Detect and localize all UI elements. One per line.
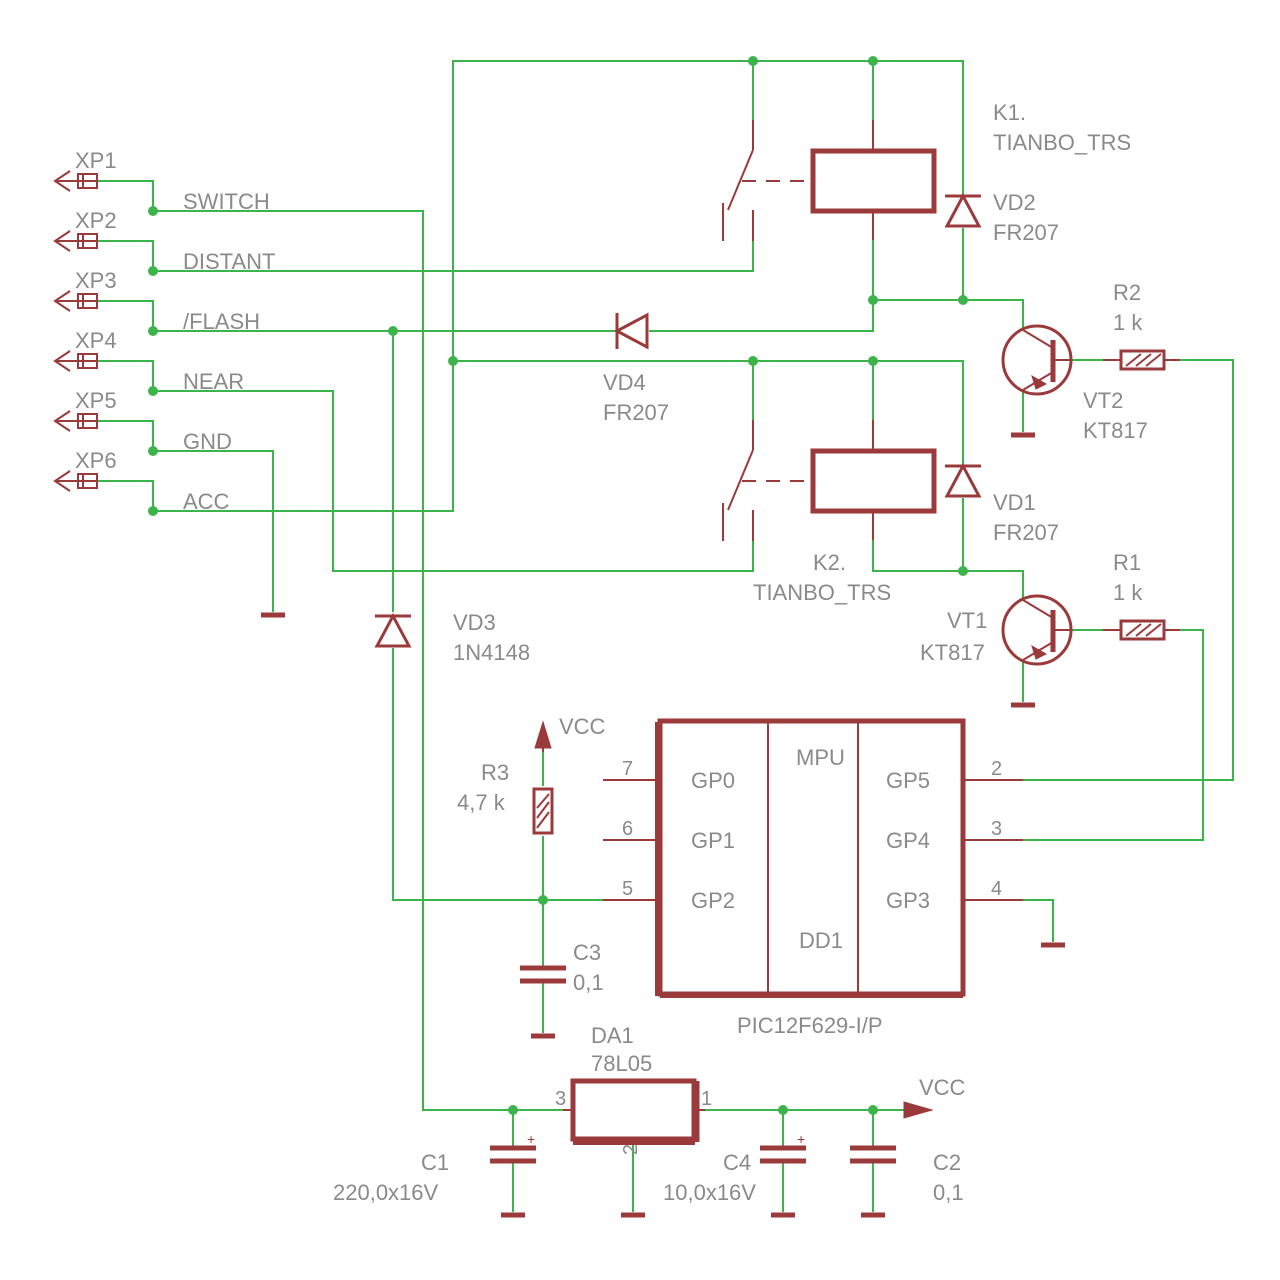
vcc-supply-top: VCC (534, 714, 606, 752)
r2-value: 1 k (1113, 310, 1143, 335)
ground-symbols (261, 432, 1065, 1218)
junctions (148, 56, 968, 1115)
da1-pin-in: 3 (555, 1088, 566, 1110)
connector-xp2 (53, 230, 98, 252)
pin-gp4-label: GP4 (886, 828, 930, 853)
xp1-ref: XP1 (75, 148, 117, 173)
pin-5-number: 5 (622, 878, 633, 900)
relay-k1: K1. TIANBO_TRS (722, 100, 1131, 241)
pin-gp3-label: GP3 (886, 888, 930, 913)
vd1-ref: VD1 (993, 490, 1036, 515)
vt2-ref: VT2 (1083, 388, 1123, 413)
connector-xp5 (53, 410, 98, 432)
r2-ref: R2 (1113, 280, 1141, 305)
net-label-distant: DISTANT (183, 249, 275, 274)
xp4-ref: XP4 (75, 328, 117, 353)
c3-ref: C3 (573, 940, 601, 965)
pin-gp1-label: GP1 (691, 828, 735, 853)
capacitor-c4: + C4 10,0x16V (663, 1131, 806, 1205)
vt1-value: KT817 (920, 640, 985, 665)
da1-ref: DA1 (591, 1023, 634, 1048)
svg-text:+: + (797, 1131, 805, 1147)
regulator-da1: DA1 78L05 3 1 2 (555, 1023, 712, 1155)
c1-ref: C1 (421, 1150, 449, 1175)
pin-2-number: 2 (991, 758, 1002, 780)
xp6-ref: XP6 (75, 448, 117, 473)
da1-pin-out: 1 (701, 1088, 712, 1110)
resistor-r1: R1 1 k (1103, 550, 1180, 641)
capacitor-c1: + C1 220,0x16V (333, 1131, 536, 1205)
resistor-r2: R2 1 k (1103, 280, 1180, 371)
vt1-ref: VT1 (947, 608, 987, 633)
transistor-vt2: VT2 KT817 (1001, 324, 1148, 443)
k1-ref: K1. (993, 100, 1026, 125)
vd3-value: 1N4148 (453, 640, 530, 665)
xp2-ref: XP2 (75, 208, 117, 233)
net-label-acc: ACC (183, 489, 230, 514)
vd2-value: FR207 (993, 220, 1059, 245)
xp3-ref: XP3 (75, 268, 117, 293)
capacitor-c3: C3 0,1 (520, 940, 604, 995)
vcc-right-label: VCC (919, 1075, 966, 1100)
pin-gp2-label: GP2 (691, 888, 735, 913)
diode-vd1: VD1 FR207 (944, 462, 1059, 545)
c4-ref: C4 (723, 1150, 751, 1175)
pin-7-number: 7 (622, 758, 633, 780)
mcu-dd1: MPU DD1 PIC12F629-I/P GP0 GP1 GP2 7 6 5 … (603, 718, 1023, 1038)
r1-ref: R1 (1113, 550, 1141, 575)
k2-value: TIANBO_TRS (753, 580, 891, 605)
da1-value: 78L05 (591, 1051, 652, 1076)
pin-3-number: 3 (991, 818, 1002, 840)
net-label-near: NEAR (183, 369, 244, 394)
connector-xp3 (53, 290, 98, 312)
net-label-flash: /FLASH (183, 309, 260, 334)
k2-ref: K2. (813, 550, 846, 575)
diode-vd4: VD4 FR207 (603, 312, 669, 425)
c4-value: 10,0x16V (663, 1180, 756, 1205)
connector-xp1 (53, 170, 98, 192)
svg-text:+: + (527, 1131, 535, 1147)
vcc-supply-right: VCC (873, 1075, 966, 1119)
net-label-gnd: GND (183, 429, 232, 454)
mcu-ref: DD1 (799, 928, 843, 953)
c2-ref: C2 (933, 1150, 961, 1175)
r3-value: 4,7 k (457, 790, 506, 815)
net-label-switch: SWITCH (183, 189, 270, 214)
k1-value: TIANBO_TRS (993, 130, 1131, 155)
vd3-ref: VD3 (453, 610, 496, 635)
wires (97, 60, 1234, 1212)
da1-pin-gnd: 2 (620, 1144, 642, 1155)
vd4-value: FR207 (603, 400, 669, 425)
mcu-name: MPU (796, 745, 845, 770)
r3-ref: R3 (481, 760, 509, 785)
xp5-ref: XP5 (75, 388, 117, 413)
vt2-value: KT817 (1083, 418, 1148, 443)
pin-4-number: 4 (991, 878, 1002, 900)
c2-value: 0,1 (933, 1180, 964, 1205)
connectors: XP1 XP2 XP3 XP4 XP5 XP6 SWITCH DISTANT /… (53, 148, 275, 514)
connector-xp4 (53, 350, 98, 372)
mcu-part: PIC12F629-I/P (737, 1013, 883, 1038)
pin-gp0-label: GP0 (691, 768, 735, 793)
transistor-vt1: VT1 KT817 (920, 594, 1073, 666)
diode-vd2: VD2 FR207 (944, 190, 1059, 245)
r1-value: 1 k (1113, 580, 1143, 605)
vd2-ref: VD2 (993, 190, 1036, 215)
c3-value: 0,1 (573, 970, 604, 995)
pin-6-number: 6 (622, 818, 633, 840)
relay-k2: K2. TIANBO_TRS (722, 420, 937, 605)
connector-xp6 (53, 470, 98, 492)
resistor-r3: R3 4,7 k (457, 760, 554, 835)
c1-value: 220,0x16V (333, 1180, 439, 1205)
vd1-value: FR207 (993, 520, 1059, 545)
diode-vd3: VD3 1N4148 (374, 610, 530, 665)
vd4-ref: VD4 (603, 370, 646, 395)
pin-gp5-label: GP5 (886, 768, 930, 793)
vcc-top-label: VCC (559, 714, 606, 739)
capacitor-c2: C2 0,1 (850, 1145, 964, 1205)
